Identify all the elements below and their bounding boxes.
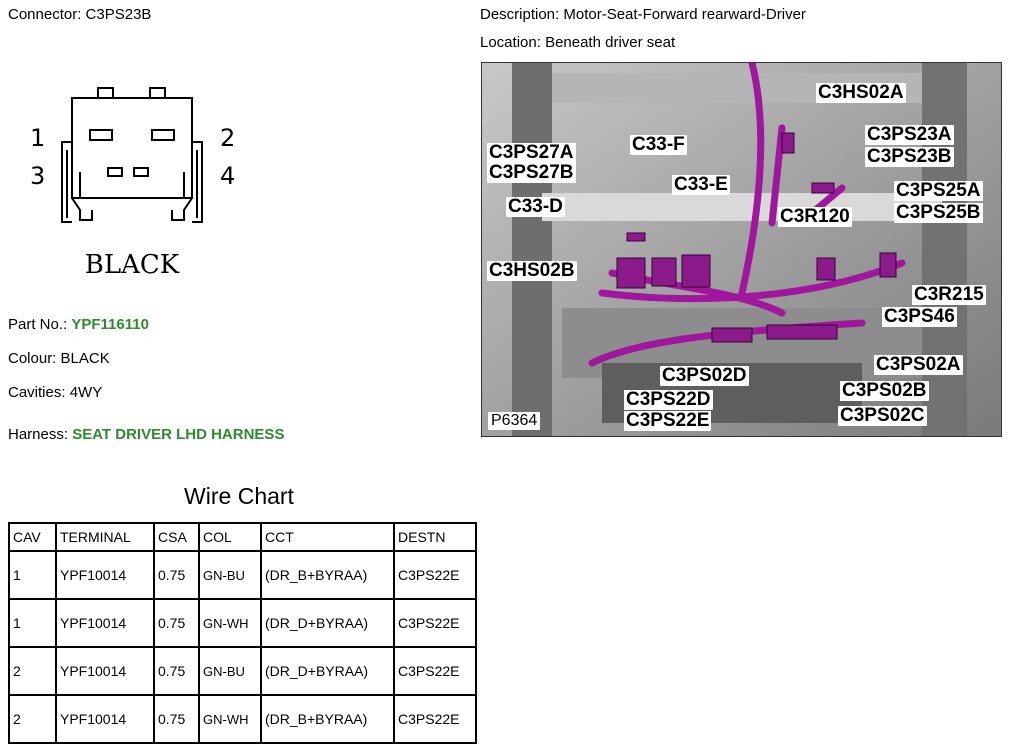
cell-cav: 1 [8,550,57,600]
harness-value: SEAT DRIVER LHD HARNESS [72,426,285,443]
location-label: Location: [480,34,541,51]
wire-chart-table: CAV TERMINAL CSA COL CCT DESTN 1 YPF1001… [8,522,477,744]
cell-destn: C3PS22E [393,550,477,600]
pin-3-label: 3 [30,162,45,190]
cell-destn: C3PS22E [393,646,477,696]
callout-c3ps02b: C3PS02B [840,380,929,401]
harness-line: Harness: SEAT DRIVER LHD HARNESS [8,426,284,443]
header-cct: CCT [260,522,395,552]
cell-terminal: YPF10014 [55,694,155,744]
part-no-label: Part No.: [8,316,68,333]
description-label: Description: [480,6,560,23]
cavities-label: Cavities: [8,384,66,401]
cavities-value: 4WY [69,384,103,401]
callout-c33-d: C33-D [506,196,565,217]
callout-c3ps46: C3PS46 [882,306,957,327]
cell-csa: 0.75 [153,646,200,696]
cell-col: GN-WH [198,694,262,744]
colour-line: Colour: BLACK [8,350,110,367]
cell-cav: 2 [8,694,57,744]
pin-2-label: 2 [220,124,235,152]
part-no-value: YPF116110 [71,316,149,333]
cell-cct: (DR_D+BYRAA) [260,598,395,648]
harness-label: Harness: [8,426,69,443]
connector-value: C3PS23B [85,6,152,23]
cell-csa: 0.75 [153,550,200,600]
connector-label: Connector: [8,6,82,23]
callout-c3ps22d: C3PS22D [624,389,713,410]
cell-destn: C3PS22E [393,694,477,744]
callout-c3ps27a: C3PS27A [487,142,576,163]
location-value: Beneath driver seat [545,34,676,51]
part-no-line: Part No.: YPF116110 [8,316,149,333]
connector-line: Connector: C3PS23B [8,6,151,23]
cell-cav: 2 [8,646,57,696]
callout-c3ps02c: C3PS02C [838,405,927,426]
colour-label: Colour: [8,350,57,367]
callout-c3ps02d: C3PS02D [660,365,749,386]
callout-c33-f: C33-F [630,134,687,155]
callout-c3hs02b: C3HS02B [487,260,577,281]
cell-cct: (DR_B+BYRAA) [260,694,395,744]
callout-c3ps27b: C3PS27B [487,162,576,183]
connector-face-diagram: 1 2 3 4 BLACK [30,87,235,280]
photo-reference-id: P6364 [488,412,541,430]
header-destn: DESTN [393,522,477,552]
cell-cct: (DR_D+BYRAA) [260,646,395,696]
cell-terminal: YPF10014 [55,646,155,696]
cell-csa: 0.75 [153,694,200,744]
header-cav: CAV [8,522,57,552]
table-row: 2 YPF10014 0.75 GN-WH (DR_B+BYRAA) C3PS2… [8,694,477,744]
cell-col: GN-WH [198,598,262,648]
callout-c3ps25a: C3PS25A [894,180,983,201]
description-value: Motor-Seat-Forward rearward-Driver [563,6,806,23]
callout-c3r120: C3R120 [778,206,852,227]
connector-colour-caption: BLACK [85,250,180,280]
callout-c3ps25b: C3PS25B [894,202,983,223]
colour-value: BLACK [60,350,110,367]
callout-c33-e: C33-E [672,174,730,195]
callout-c3ps02a: C3PS02A [874,354,963,375]
callout-c3ps22e: C3PS22E [624,410,712,431]
wire-chart-title: Wire Chart [184,483,294,509]
table-row: 1 YPF10014 0.75 GN-BU (DR_B+BYRAA) C3PS2… [8,550,477,600]
location-photo: C3HS02A C3PS23A C3PS23B C33-F C3PS27A C3… [481,62,1002,437]
cell-cct: (DR_B+BYRAA) [260,550,395,600]
cell-col: GN-BU [198,646,262,696]
callout-c3hs02a: C3HS02A [816,82,906,103]
header-col: COL [198,522,262,552]
cell-terminal: YPF10014 [55,550,155,600]
cell-cav: 1 [8,598,57,648]
header-csa: CSA [153,522,200,552]
location-line: Location: Beneath driver seat [480,34,675,51]
table-row: 1 YPF10014 0.75 GN-WH (DR_D+BYRAA) C3PS2… [8,598,477,648]
callout-c3r215: C3R215 [912,284,986,305]
pin-1-label: 1 [30,124,45,152]
table-row: 2 YPF10014 0.75 GN-BU (DR_D+BYRAA) C3PS2… [8,646,477,696]
callout-c3ps23b: C3PS23B [865,146,954,167]
cell-terminal: YPF10014 [55,598,155,648]
cavities-line: Cavities: 4WY [8,384,102,401]
wire-chart-header-row: CAV TERMINAL CSA COL CCT DESTN [8,522,477,552]
pin-4-label: 4 [220,162,235,190]
header-terminal: TERMINAL [55,522,155,552]
description-line: Description: Motor-Seat-Forward rearward… [480,6,806,23]
cell-destn: C3PS22E [393,598,477,648]
callout-c3ps23a: C3PS23A [865,124,954,145]
cell-csa: 0.75 [153,598,200,648]
cell-col: GN-BU [198,550,262,600]
